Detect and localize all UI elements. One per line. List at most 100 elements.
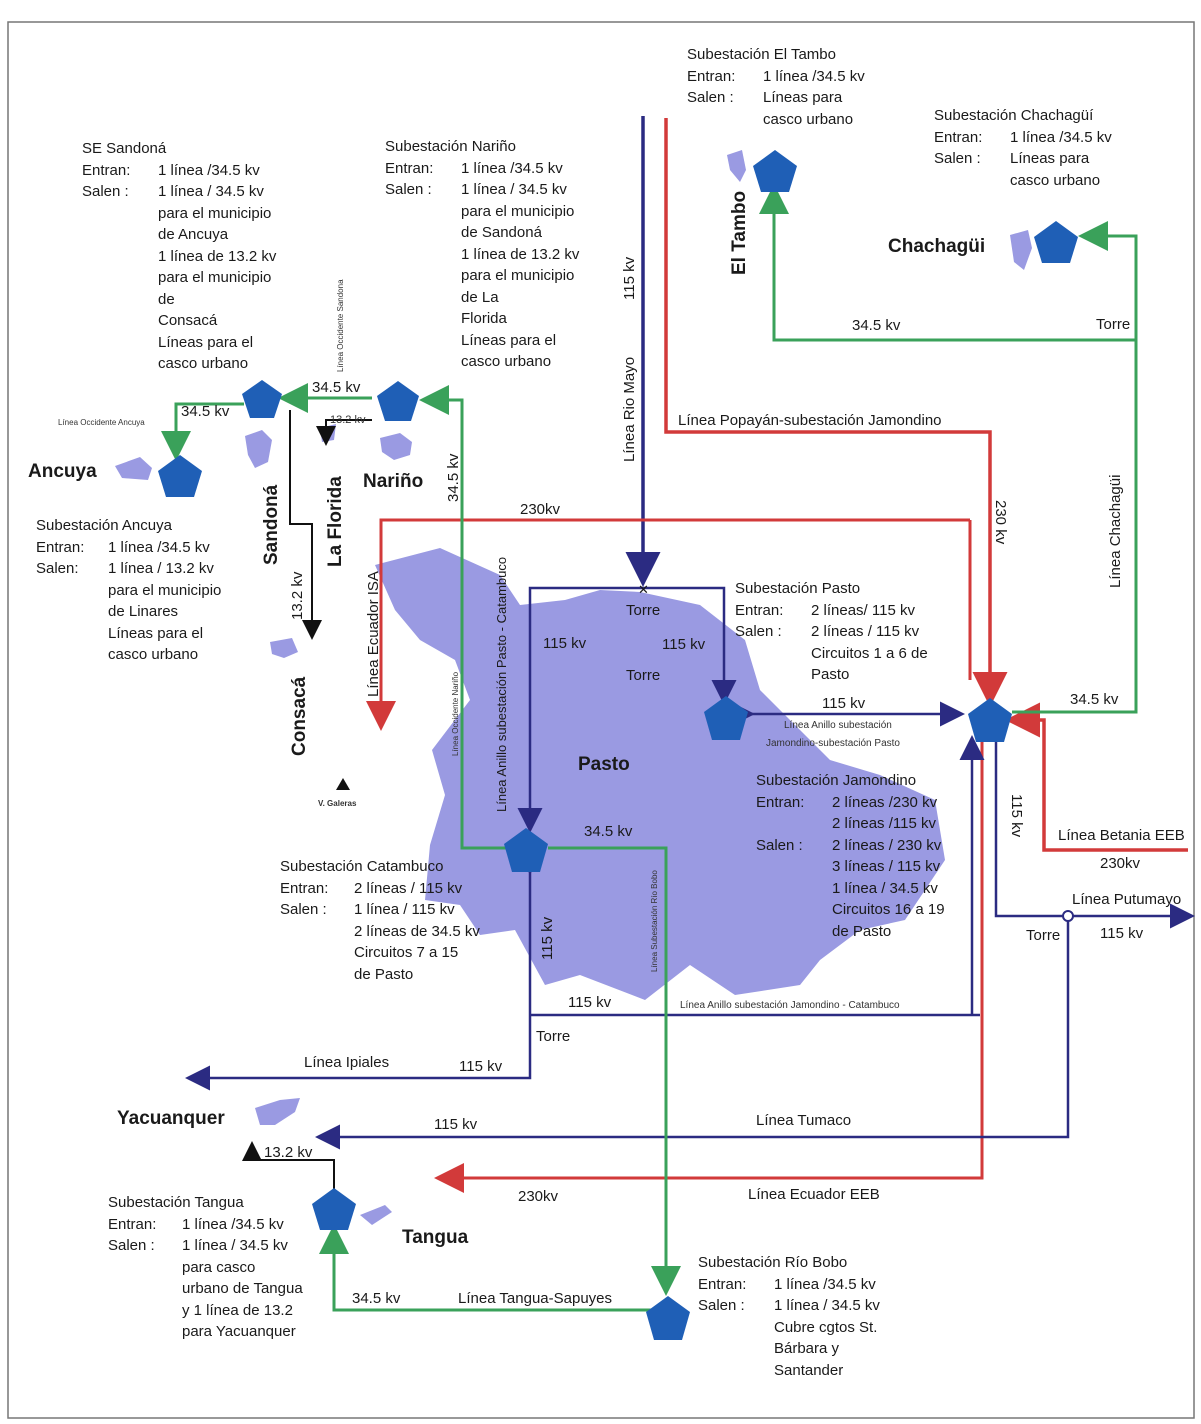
info-jamondino-title: Subestación Jamondino [756,772,917,789]
info-row-value: casco urbano [1010,171,1101,189]
narino-florida-line [316,419,372,446]
label-230kv-bottom: 230kv [518,1188,559,1205]
info-row-key: Entran: [698,1275,747,1293]
info-row-value: 2 líneas de 34.5 kv [354,922,480,940]
info-row-value: Bárbara y [774,1340,840,1357]
info-row: Entran:1 línea /34.5 kv [385,158,579,180]
line-rio-bobo: Línea Subestación Río Bobo [650,870,659,972]
info-row: Entran:1 línea /34.5 kv [687,66,865,88]
info-row-value: Consacá [158,312,218,329]
info-row-value: 1 línea /34.5 kv [182,1215,284,1233]
info-row-key: Entran: [687,67,736,85]
info-row: casco urbano [385,351,579,373]
info-row-value: para el municipio [108,581,222,599]
label-115kv-rio-mayo: 115 kv [621,256,638,300]
info-row-value: para Yacuanquer [182,1323,296,1340]
ecuador-isa-return [366,518,970,731]
info-row: para el municipio [36,580,221,602]
info-row-key [280,921,354,943]
label-115kv-a: 115 kv [543,635,587,652]
info-row-key: Salen : [934,150,981,167]
label-230kv-top: 230kv [520,501,561,518]
info-row-value: para el municipio [158,269,272,286]
node-tangua [312,1188,356,1230]
label-13kv-consaca: 13.2 kv [289,571,306,620]
info-row-key: Entran: [82,161,131,179]
node-catambuco [504,828,548,872]
node-ancuya [158,455,202,497]
label-115kv-tumaco: 115 kv [434,1116,478,1133]
info-row: para el municipio [385,265,579,287]
info-row-key: Salen: [36,560,79,577]
info-row-value: de La [461,288,499,306]
sandona-consaca-line [289,410,322,640]
info-row: Salen :Líneas para [934,148,1112,170]
label-torre-putumayo: Torre [1026,927,1060,944]
info-row-value: 1 línea /34.5 kv [158,161,260,179]
info-row-value: casco urbano [108,646,199,663]
line-ipiales: Línea Ipiales [304,1054,389,1071]
info-row-key: Entran: [735,601,784,619]
info-chachagui: Subestación Chachagüí Entran:1 línea /34… [934,105,1112,191]
info-row: Entran:1 línea /34.5 kv [698,1274,880,1296]
label-13kv-florida: 13.2 kv [330,414,366,426]
info-row-value: 2 líneas / 230 kv [832,836,942,854]
florida-shape [320,424,336,442]
label-230kv-betania: 230kv [1100,855,1141,872]
place-consaca: Consacá [289,676,310,756]
info-row: de Ancuya [82,224,276,246]
node-sandona [242,380,282,418]
info-row-key [385,265,461,287]
info-row-value: 1 línea / 34.5 kv [832,879,938,897]
info-row-key [36,601,108,623]
info-row-value: Florida [461,310,507,327]
line-putumayo: Línea Putumayo [1072,891,1181,908]
line-popayan-jamondino: Línea Popayán-subestación Jamondino [678,412,942,429]
line-occidente-narino: Línea Occidente Nariño [451,671,460,756]
info-row: Entran:2 líneas / 115 kv [280,878,480,900]
node-rio-bobo [646,1296,690,1340]
line-ecuador-isa: Línea Ecuador ISA [365,571,382,697]
rio-bobo-line [548,846,681,1296]
line-occidente-sandona: Línea Occidente Sandona [336,279,345,372]
info-row-value: casco urbano [461,353,552,370]
info-row-key [280,942,354,964]
label-115kv-ipiales: 115 kv [459,1058,503,1075]
line-anillo-jamondino-pasto-1: Línea Anillo subestación [784,720,892,731]
info-row-value: 2 líneas /230 kv [832,793,938,811]
info-row-key: Entran: [108,1215,157,1233]
label-34kv-tangua: 34.5 kv [352,1290,401,1307]
info-row-value: para el municipio [461,267,575,284]
info-row-key [82,246,158,268]
line-occidente-ancuya: Línea Occidente Ancuya [58,418,145,427]
info-row-key [756,856,832,878]
info-row: Cubre cgtos St. [698,1317,880,1339]
info-row: 1 línea / 34.5 kv [756,878,945,900]
place-yacuanquer: Yacuanquer [117,1108,225,1129]
info-tangua-title: Subestación Tangua [108,1194,244,1211]
info-row: urbano de Tangua [108,1278,303,1300]
info-row: Entran: 1 línea /34.5 kv [82,160,276,182]
chachagui-shape [1010,230,1032,270]
info-row: Salen :1 línea / 34.5 kv [385,179,579,201]
label-115kv-b: 115 kv [662,636,706,653]
info-row: 1 línea de 13.2 kv [385,244,579,266]
info-row: casco urbano [687,109,865,131]
info-row: Entran:2 líneas /230 kv [756,792,945,814]
ipiales-line [185,1015,532,1091]
label-115kv-c: 115 kv [822,695,866,712]
info-chachagui-title: Subestación Chachagüí [934,107,1094,124]
place-ancuya: Ancuya [28,461,97,482]
info-row-value: 2 líneas / 115 kv [811,623,920,640]
line-tangua-sapuyes: Línea Tangua-Sapuyes [458,1290,612,1307]
info-row: Salen :1 línea / 115 kv [280,899,480,921]
line-ecuador-eeb: Línea Ecuador EEB [748,1186,880,1203]
info-row: de Sandoná [385,222,579,244]
chachagui-line [1012,340,1138,714]
info-row: Salen :1 línea / 34.5 kv [82,181,276,203]
info-narino-title: Subestación Nariño [385,138,516,155]
sandona-ancuya-line [161,402,244,461]
